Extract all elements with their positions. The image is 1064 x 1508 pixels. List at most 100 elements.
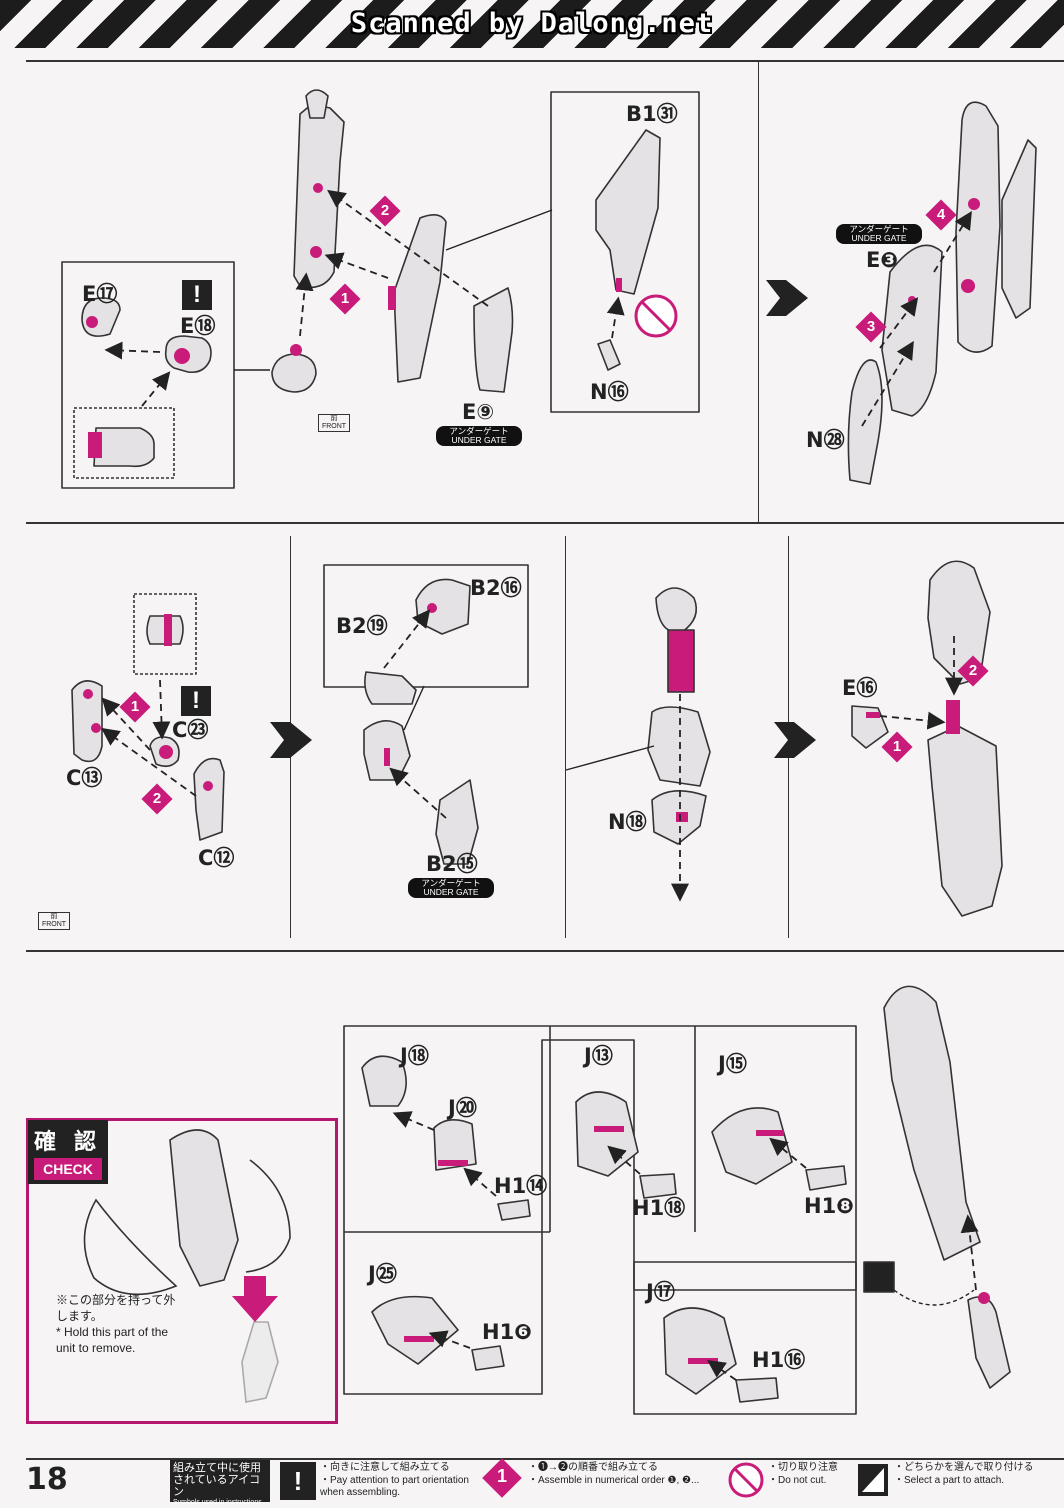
part-shoulder-ball xyxy=(655,587,698,634)
check-note-jp: ※この部分を持って外します。 xyxy=(56,1293,176,1323)
legend-do-not-cut-text: ・切り取り注意 ・Do not cut. xyxy=(768,1462,848,1487)
section-divider-1-bottom xyxy=(26,522,1064,524)
footer-rule xyxy=(26,1458,1064,1460)
part-connector-peg xyxy=(667,629,695,693)
peg-attach-hand xyxy=(978,1292,990,1304)
label-c13: C⑬ xyxy=(66,766,103,790)
arrow-n28-e3 xyxy=(861,340,914,427)
arrow-elbow-up xyxy=(295,272,314,337)
detail-box-hands xyxy=(343,1025,857,1395)
part-h118 xyxy=(639,1173,677,1199)
callout-select xyxy=(893,1289,975,1306)
legend-caution-text: ・向きに注意して組み立てる ・Pay attention to part ori… xyxy=(320,1462,470,1500)
part-e3 xyxy=(881,244,943,417)
label-e3: E❸ xyxy=(866,248,899,272)
peg-e18-inset xyxy=(88,432,102,458)
caution-glyph-e18: ! xyxy=(193,281,201,308)
peg-j20 xyxy=(438,1160,468,1166)
arrow-step3 xyxy=(879,297,919,349)
check-header: 確 認 CHECK xyxy=(28,1120,108,1184)
arrow-b215 xyxy=(389,767,447,819)
part-c12 xyxy=(193,757,225,841)
label-j18: J⑱ xyxy=(400,1044,429,1068)
step-number-1: 1 xyxy=(340,290,350,307)
label-j20: J⑳ xyxy=(448,1096,477,1120)
part-e9 xyxy=(473,287,514,393)
part-assembled-upper-arm xyxy=(927,725,1003,917)
check-title-jp: 確 認 xyxy=(33,1129,103,1154)
peg-e16 xyxy=(866,712,880,718)
arrow-step2 xyxy=(327,189,489,307)
part-attach-hand xyxy=(967,1296,1011,1389)
peg-b1 xyxy=(616,278,622,292)
part-b216 xyxy=(415,578,471,635)
arrow-c12-c13 xyxy=(101,727,197,797)
detail-box-shoulder-joint xyxy=(61,261,235,489)
caution-icon-e18 xyxy=(182,280,212,310)
label-b131: B1㉛ xyxy=(626,102,678,126)
label-e17: E⑰ xyxy=(82,282,118,306)
part-c13 xyxy=(71,680,103,763)
label-h18: H1❽ xyxy=(804,1194,854,1218)
peg-c12 xyxy=(203,781,213,791)
arrow-inset-c23 xyxy=(152,679,171,740)
label-e9: E⑨ xyxy=(462,400,495,424)
legend-caution-jp: ・向きに注意して組み立てる xyxy=(320,1462,450,1473)
label-j17: J⑰ xyxy=(646,1280,675,1304)
label-n16: N⑯ xyxy=(590,380,629,404)
part-full-arm xyxy=(883,985,981,1261)
peg-assembled-upper xyxy=(968,198,980,210)
orientation-inset xyxy=(73,407,175,479)
part-elbow-ball xyxy=(271,353,317,393)
label-j13: J⑬ xyxy=(584,1044,613,1068)
peg-armor xyxy=(388,286,396,310)
part-b219 xyxy=(364,671,417,705)
peg-e3 xyxy=(908,296,916,304)
page-number: 18 xyxy=(26,1462,68,1497)
check-note-en: * Hold this part of the unit to remove. xyxy=(56,1325,169,1355)
select-icon xyxy=(863,1261,895,1293)
arrow-e16 xyxy=(879,711,946,730)
do-not-cut-icon xyxy=(634,294,678,338)
part-j17 xyxy=(663,1307,737,1395)
detail-box-j17 xyxy=(633,1261,857,1415)
next-step-chevron-1 xyxy=(766,280,808,316)
label-c12: C⑫ xyxy=(198,846,235,870)
arrow-inset-e18 xyxy=(141,371,171,407)
peg-j13 xyxy=(594,1126,624,1132)
label-j15: J⑮ xyxy=(718,1052,747,1076)
arrow-hand-attach xyxy=(960,1214,979,1291)
legend-order-glyph: 1 xyxy=(496,1466,507,1486)
label-e18: E⑱ xyxy=(180,314,216,338)
part-h18 xyxy=(805,1165,847,1191)
part-b215 xyxy=(435,779,479,865)
callout-b2 xyxy=(403,685,425,731)
arrow-e18-e17 xyxy=(104,341,161,360)
label-n18: N⑱ xyxy=(608,810,647,834)
peg-c23-inset xyxy=(164,614,172,646)
arrow-h16-j25 xyxy=(428,1330,471,1349)
peg-n18 xyxy=(676,812,688,822)
section-divider-2-bottom xyxy=(26,950,1064,952)
callout-elbow xyxy=(565,745,655,771)
part-h16 xyxy=(471,1345,505,1371)
peg-forearm-upper xyxy=(313,183,323,193)
label-j25: J㉕ xyxy=(368,1262,397,1286)
step-number-2: 2 xyxy=(380,202,390,219)
check-title-en: CHECK xyxy=(34,1158,102,1180)
part-j15 xyxy=(711,1107,793,1185)
next-step-chevron-2 xyxy=(270,722,312,758)
step-divider-a xyxy=(758,62,759,522)
legend-order-text: ・❶→❷の順番で組み立てる ・Assemble in numerical ord… xyxy=(528,1462,718,1487)
legend-title-jp: 組み立て中に使用されているアイコン xyxy=(173,1462,261,1498)
part-forearm-tip xyxy=(305,89,329,119)
step-number-3: 3 xyxy=(866,318,876,335)
detail-box-b2 xyxy=(323,564,529,688)
peg-e18 xyxy=(174,348,190,364)
legend-title-en: Symbols used in instructions xyxy=(173,1499,262,1506)
detail-box-b1 xyxy=(550,91,700,413)
step-number-e2: 2 xyxy=(968,662,978,679)
part-j20 xyxy=(433,1119,477,1171)
